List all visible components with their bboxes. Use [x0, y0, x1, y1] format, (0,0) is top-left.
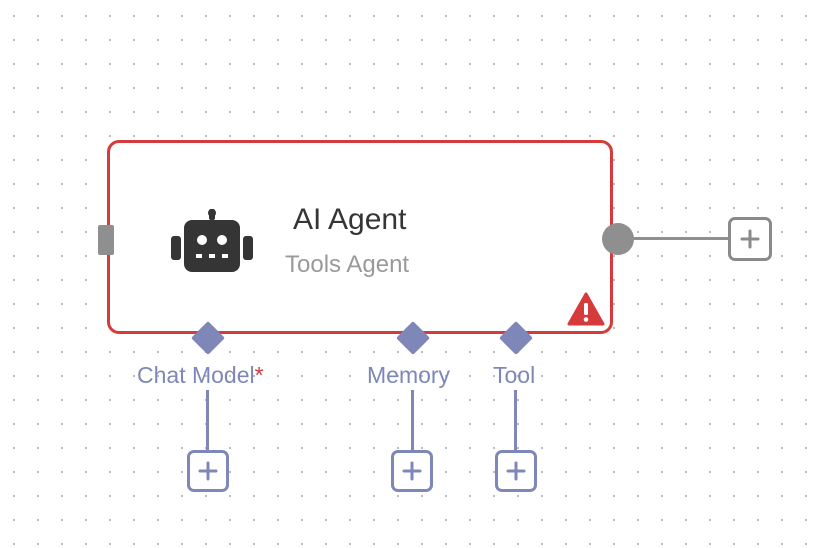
node-subtitle: Tools Agent: [285, 251, 410, 278]
add-next-node-button[interactable]: [728, 217, 772, 261]
ai-agent-node[interactable]: AI Agent Tools Agent: [107, 140, 613, 334]
tool-edge: [514, 390, 517, 450]
plus-icon: [740, 229, 760, 249]
memory-label: Memory: [367, 362, 451, 388]
chat-model-edge: [206, 390, 209, 450]
tool-label: Tool: [493, 362, 536, 388]
plus-icon: [402, 461, 422, 481]
warning-icon[interactable]: [567, 292, 605, 326]
main-output-edge: [630, 237, 728, 240]
add-memory-button[interactable]: [391, 450, 433, 492]
plus-icon: [198, 461, 218, 481]
required-asterisk: *: [254, 362, 264, 388]
main-input-handle[interactable]: [98, 225, 114, 255]
add-chat-model-button[interactable]: [187, 450, 229, 492]
robot-icon: [171, 209, 253, 272]
memory-edge: [411, 390, 414, 450]
chat-model-label: Chat Model*: [137, 362, 264, 388]
plus-icon: [506, 461, 526, 481]
add-tool-button[interactable]: [495, 450, 537, 492]
node-title: AI Agent: [293, 203, 407, 236]
main-output-handle[interactable]: [602, 223, 634, 255]
